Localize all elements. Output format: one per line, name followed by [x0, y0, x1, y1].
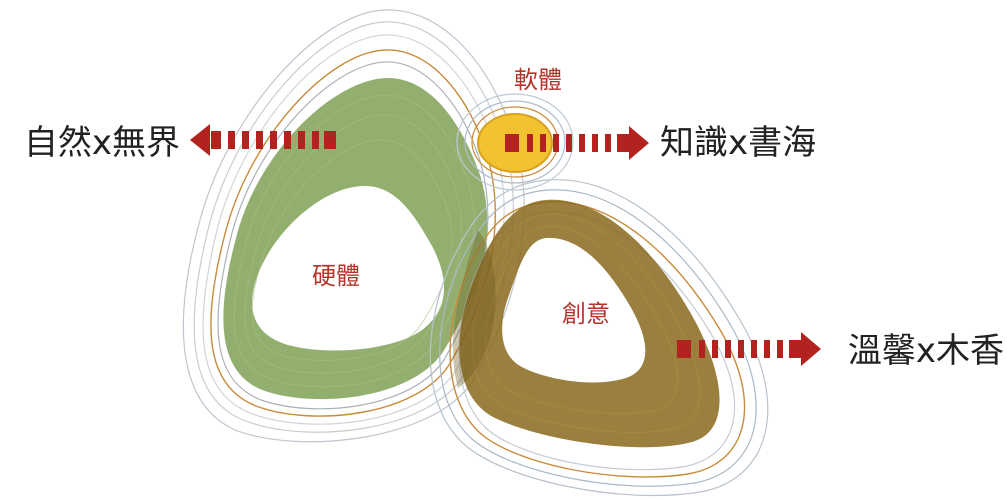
arrow-dash	[553, 134, 559, 152]
arrow-bar	[617, 134, 629, 152]
arrow-dash	[605, 134, 611, 152]
overlap-region	[453, 230, 496, 388]
creativity-contour	[458, 211, 736, 471]
hardware-texture-line	[233, 94, 475, 388]
right-top-arrow	[505, 126, 649, 160]
creativity-texture-line	[485, 225, 679, 415]
hardware-ring	[223, 78, 488, 400]
arrow-dash	[592, 134, 598, 152]
creativity-label: 創意	[562, 300, 610, 328]
arrow-tail	[324, 131, 336, 149]
software-label: 軟體	[514, 66, 562, 94]
arrow-tail	[677, 340, 691, 358]
software-contour	[464, 100, 566, 184]
creativity-texture-line	[472, 213, 701, 433]
creativity-ring-texture	[472, 213, 701, 433]
creativity-contour	[449, 201, 746, 478]
hardware-texture-line	[251, 139, 453, 361]
arrow-dash	[527, 134, 533, 152]
arrow-dash	[298, 131, 305, 149]
arrow-dash	[270, 131, 277, 149]
arrow-bar	[211, 131, 221, 149]
creativity-contour	[439, 189, 757, 487]
arrow-dash	[228, 131, 235, 149]
hardware-texture-line	[244, 114, 463, 374]
arrow-dash	[764, 340, 770, 358]
arrow-head-right	[801, 332, 821, 366]
right-bottom-arrow	[677, 332, 821, 366]
hardware-ring-texture	[233, 94, 475, 388]
creativity-outer-contours	[429, 179, 769, 497]
arrow-dash	[566, 134, 572, 152]
arrow-dash	[751, 340, 757, 358]
arrow-dash	[712, 340, 718, 358]
arrow-tail	[505, 134, 519, 152]
arrow-dash	[699, 340, 705, 358]
arrow-dash	[312, 131, 319, 149]
left-arrow-label: 自然x無界	[24, 123, 180, 163]
arrow-dash	[284, 131, 291, 149]
arrow-dash	[738, 340, 744, 358]
right-bottom-arrow-label: 溫馨x木香	[848, 331, 1004, 371]
left-arrow	[190, 124, 336, 156]
arrow-dash	[242, 131, 249, 149]
arrow-dash	[579, 134, 585, 152]
right-top-arrow-label: 知識x書海	[660, 123, 816, 163]
hardware-label: 硬體	[312, 262, 360, 290]
arrow-head-right	[629, 126, 649, 160]
creativity-contour	[429, 179, 769, 497]
arrow-dash	[777, 340, 783, 358]
arrow-dash	[540, 134, 546, 152]
arrow-dash	[725, 340, 731, 358]
arrow-head-left	[190, 124, 210, 156]
arrow-bar	[789, 340, 801, 358]
software-contour	[456, 93, 574, 191]
creativity-ring	[459, 199, 720, 448]
arrow-dash	[256, 131, 263, 149]
